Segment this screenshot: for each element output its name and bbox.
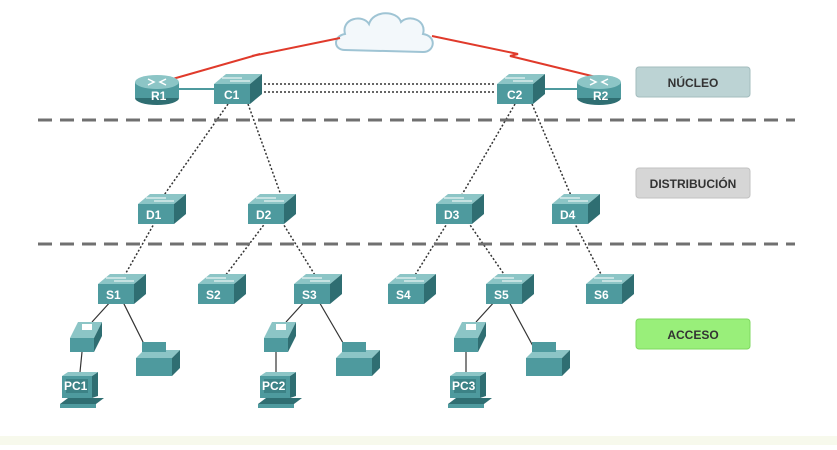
ip-phone-icon	[454, 322, 486, 352]
switch-d3: D3	[435, 193, 485, 225]
switch-c2: C2	[496, 73, 546, 105]
switch-s6: S6	[585, 273, 635, 305]
pc-1-label: PC1	[64, 379, 88, 393]
switch-c2-label: C2	[507, 88, 523, 102]
link-c1-d1	[161, 103, 229, 199]
pc-1: PC1	[60, 372, 104, 408]
link-c2-d3	[459, 103, 516, 199]
printer-1	[136, 342, 180, 376]
link-d3-s4	[411, 221, 449, 281]
layer-distribution-box: DISTRIBUCIÓN	[635, 167, 751, 199]
pc-3-label: PC3	[452, 379, 476, 393]
switch-s4: S4	[387, 273, 437, 305]
ip-phone-1	[70, 322, 102, 352]
switch-d2: D2	[247, 193, 297, 225]
link-d2-s2	[221, 221, 267, 281]
ip-phone-2	[264, 322, 296, 352]
ip-phone-3	[454, 322, 486, 352]
link-d2-s3	[281, 221, 319, 281]
switch-s5-label: S5	[494, 288, 509, 302]
switch-s2-label: S2	[206, 288, 221, 302]
switch-s1: S1	[97, 273, 147, 305]
switch-s5: S5	[485, 273, 535, 305]
printer-icon	[336, 342, 380, 376]
switch-c1-label: C1	[224, 88, 240, 102]
pc-2: PC2	[258, 372, 302, 408]
printer-icon	[526, 342, 570, 376]
switch-s4-label: S4	[396, 288, 411, 302]
printer-2	[336, 342, 380, 376]
switch-s3: S3	[293, 273, 343, 305]
footer-strip	[0, 436, 837, 445]
switch-s3-label: S3	[302, 288, 317, 302]
link-s5-printer	[507, 299, 535, 349]
link-c1-d2	[247, 103, 283, 199]
switch-d4: D4	[551, 193, 601, 225]
layer-access-label: ACCESO	[667, 328, 718, 342]
layer-distribution-label: DISTRIBUCIÓN	[650, 176, 737, 191]
link-s3-printer	[317, 299, 347, 349]
link-phone1-pc1	[79, 351, 83, 373]
layer-access-box: ACCESO	[635, 318, 751, 350]
switch-s1-label: S1	[106, 288, 121, 302]
wan-link-right	[431, 35, 601, 79]
printer-icon	[136, 342, 180, 376]
link-d3-s5	[467, 221, 509, 281]
link-s1-printer	[121, 299, 147, 349]
ip-phone-icon	[264, 322, 296, 352]
router-r2-label: R2	[593, 89, 609, 103]
pc-3: PC3	[448, 372, 492, 408]
layer-core-label: NÚCLEO	[668, 75, 719, 90]
switch-s2: S2	[197, 273, 247, 305]
router-r1-label: R1	[151, 89, 167, 103]
switch-d2-label: D2	[256, 208, 272, 222]
switch-s6-label: S6	[594, 288, 609, 302]
switch-d4-label: D4	[560, 208, 576, 222]
switch-d3-label: D3	[444, 208, 460, 222]
link-c2-d4	[531, 103, 573, 199]
cloud-icon	[335, 12, 434, 54]
ip-phone-icon	[70, 322, 102, 352]
switch-d1-label: D1	[146, 208, 162, 222]
router-r1: R1	[134, 74, 180, 106]
link-d4-s6	[573, 221, 605, 281]
link-d1-s1	[121, 221, 156, 281]
switch-c1: C1	[213, 73, 263, 105]
wan-link-left	[161, 37, 341, 83]
pc-2-label: PC2	[262, 379, 286, 393]
router-r2: R2	[576, 74, 622, 106]
switch-d1: D1	[137, 193, 187, 225]
printer-3	[526, 342, 570, 376]
layer-core-box: NÚCLEO	[635, 66, 751, 98]
